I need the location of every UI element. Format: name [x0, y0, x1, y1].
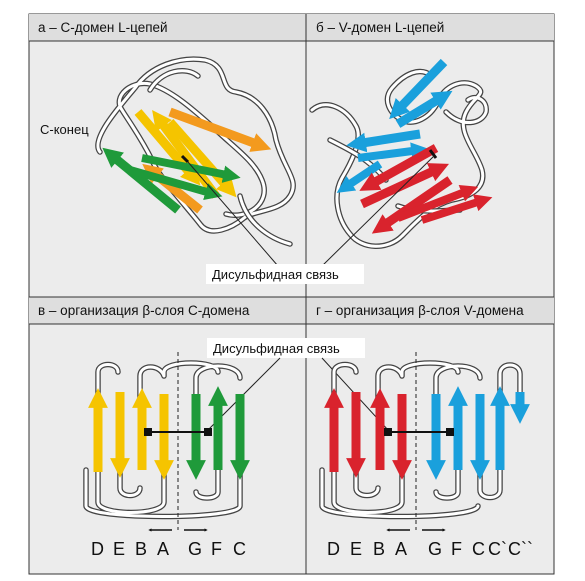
panel-v-title: в – организация β-слоя С-домена — [38, 303, 250, 318]
g-letter-C: C — [472, 539, 485, 559]
strand-a-green-2 — [141, 154, 241, 183]
strand-b-red-4 — [396, 184, 479, 222]
disulfide-label-bottom: Дисульфидная связь — [213, 341, 340, 356]
g-letter-A: A — [395, 539, 407, 559]
v-letter-D: D — [91, 539, 104, 559]
g-letter-C-prime: C` — [488, 539, 507, 559]
panel-a-title: а – С-домен L-цепей — [38, 20, 168, 35]
panel-g-topology — [319, 352, 530, 532]
disulfide-label-top: Дисульфидная связь — [212, 267, 339, 282]
strand-a-orange-1 — [168, 107, 272, 152]
v-letter-G: G — [188, 539, 202, 559]
v-letter-F: F — [211, 539, 222, 559]
g-letter-C-double-prime: C`` — [508, 539, 533, 559]
top-header-bar — [29, 14, 554, 41]
v-letter-E: E — [113, 539, 125, 559]
v-letter-C: C — [233, 539, 246, 559]
panel-g-strand-letters: D E B A G F C C` C`` — [327, 539, 533, 559]
strand-b-blue-3 — [346, 129, 421, 153]
strand-b-red-3 — [371, 176, 453, 234]
strand-b-blue-4 — [357, 142, 429, 162]
strand-b-blue-2 — [395, 90, 453, 128]
bottom-header-bar — [29, 297, 554, 324]
strand-b-red-5 — [420, 194, 493, 224]
g-letter-B: B — [373, 539, 385, 559]
v-letter-A: A — [157, 539, 169, 559]
g-letter-D: D — [327, 539, 340, 559]
panel-b-title: б – V-домен L-цепей — [316, 20, 444, 35]
strand-a-yellow-3 — [166, 119, 237, 198]
v-letter-B: B — [135, 539, 147, 559]
g-letter-G: G — [428, 539, 442, 559]
c-terminus-label: С-конец — [40, 122, 89, 137]
strand-a-green-1 — [102, 147, 181, 214]
panel-v-strand-letters: D E B A G F C — [91, 539, 246, 559]
strand-b-red-2 — [360, 163, 449, 209]
panel-b-ribbon — [309, 58, 493, 249]
g-letter-F: F — [451, 539, 462, 559]
strand-b-blue-1 — [389, 58, 448, 120]
strand-b-red-1 — [359, 144, 439, 191]
g-letter-E: E — [350, 539, 362, 559]
strand-a-green-3 — [128, 166, 223, 201]
panel-g-title: г – организация β-слоя V-домена — [316, 303, 524, 318]
panel-v-topology — [83, 352, 250, 532]
